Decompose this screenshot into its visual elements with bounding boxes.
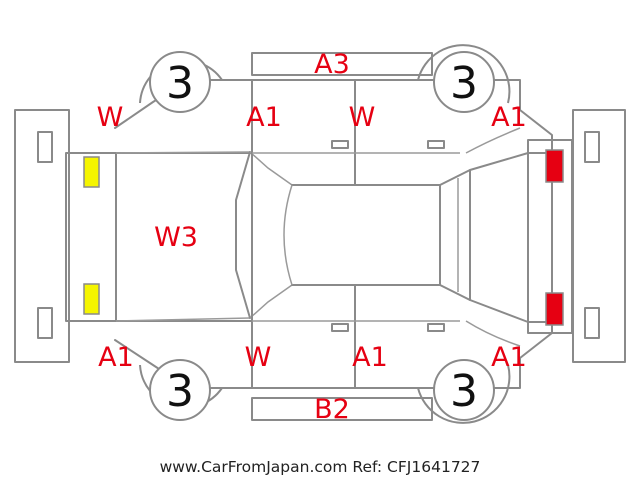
code-front-door-top: A1: [246, 102, 282, 133]
tire-front-bottom-score: 3: [166, 366, 194, 417]
taillight-bottom: [545, 292, 564, 326]
tire-rear-top: 3: [433, 51, 495, 113]
headlight-bottom: [83, 283, 100, 315]
code-bottom-door-panel: B2: [314, 394, 350, 425]
tire-front-bottom: 3: [149, 359, 211, 421]
code-rear-right-top: A1: [491, 102, 527, 133]
code-front-door-bottom: W: [245, 342, 272, 373]
tire-front-top: 3: [149, 51, 211, 113]
tire-rear-top-score: 3: [450, 58, 478, 109]
code-front-left-bottom: A1: [98, 342, 134, 373]
footer-reference: www.CarFromJapan.com Ref: CFJ1641727: [160, 458, 481, 476]
code-hood: W3: [154, 222, 198, 253]
front-bumper: [14, 109, 70, 363]
code-rear-right-bottom: A1: [491, 342, 527, 373]
tire-rear-bottom: 3: [433, 359, 495, 421]
wheel-arch-rear-top: [417, 44, 511, 104]
code-front-left-corner: W: [97, 102, 124, 133]
tire-front-top-score: 3: [166, 58, 194, 109]
code-rear-door-top: W: [349, 102, 376, 133]
tire-rear-bottom-score: 3: [450, 366, 478, 417]
taillight-top: [545, 149, 564, 183]
code-top-door-panel: A3: [314, 49, 350, 80]
code-rear-door-bottom: A1: [352, 342, 388, 373]
headlight-top: [83, 156, 100, 188]
car-body: [65, 52, 573, 421]
wheel-arch-rear-bottom: [417, 364, 511, 424]
rear-bumper: [572, 109, 626, 363]
